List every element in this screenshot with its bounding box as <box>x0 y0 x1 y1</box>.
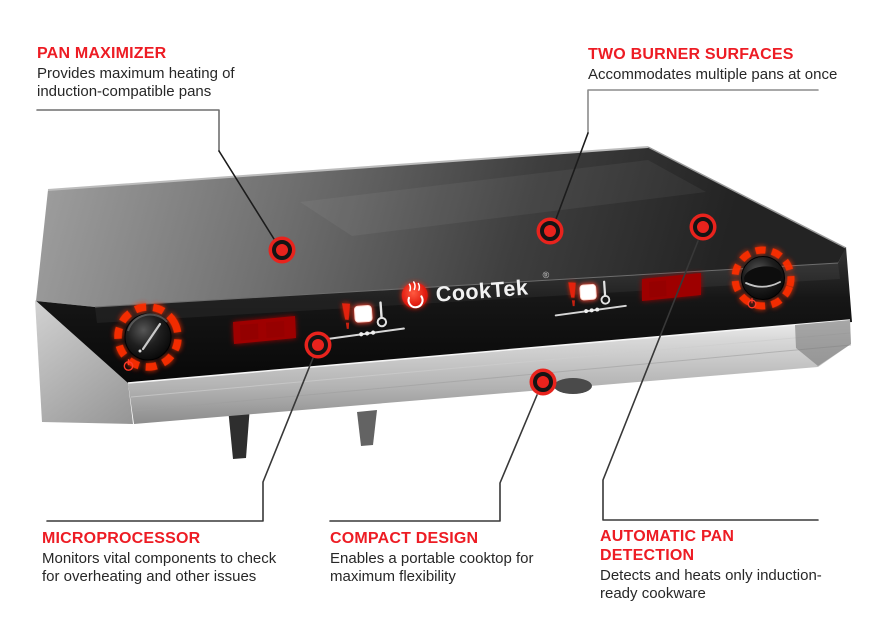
left-led-display <box>233 316 296 344</box>
cooktop-photo: CookTek ® <box>35 146 852 459</box>
callout-title: PAN MAXIMIZER <box>37 45 167 62</box>
callout-line-two-burner <box>587 89 819 134</box>
left-control-knob[interactable] <box>107 296 189 378</box>
callout-automatic-pan-detection: AUTOMATIC PAN DETECTION Detects and heat… <box>600 527 822 603</box>
right-led-display <box>642 273 701 301</box>
feature-marker-microprocessor[interactable] <box>304 331 332 359</box>
callout-title: COMPACT DESIGN <box>330 530 479 547</box>
stainless-skirt <box>128 320 851 424</box>
feature-marker-compact-design[interactable] <box>529 368 557 396</box>
callout-line-pan-maximizer-lead <box>218 150 275 240</box>
callout-pan-maximizer: PAN MAXIMIZER Provides maximum heating o… <box>37 44 247 101</box>
callout-title: TWO BURNER SURFACES <box>588 46 794 63</box>
callout-description: Enables a portable cooktop for maximum f… <box>330 550 534 585</box>
callout-line-two-burner-lead <box>555 132 589 220</box>
callout-compact-design: COMPACT DESIGN Enables a portable cookto… <box>330 529 535 586</box>
power-icon <box>747 297 757 309</box>
callout-title: AUTOMATIC PAN DETECTION <box>600 528 735 564</box>
feature-marker-two-burner-surfaces[interactable] <box>536 217 564 245</box>
callout-title: MICROPROCESSOR <box>42 530 201 547</box>
callout-description: Detects and heats only induction-ready c… <box>600 567 822 602</box>
registered-trademark: ® <box>542 270 550 281</box>
callout-line-microprocessor <box>46 357 314 522</box>
callout-description: Provides maximum heating of induction-co… <box>37 65 235 100</box>
callout-line-compact-design <box>329 394 538 522</box>
callout-description: Accommodates multiple pans at once <box>588 66 838 83</box>
front-foot-mid <box>357 410 377 446</box>
feature-markers <box>268 213 717 396</box>
left-end-face <box>35 300 133 424</box>
glass-top-surface <box>36 147 846 307</box>
callout-microprocessor: MICROPROCESSOR Monitors vital components… <box>42 529 287 586</box>
callout-line-auto-pan-detection <box>602 240 819 521</box>
callout-line-pan-maximizer <box>36 109 220 152</box>
center-foot <box>554 378 592 394</box>
callout-two-burner-surfaces: TWO BURNER SURFACES Accommodates multipl… <box>588 45 870 84</box>
right-control-knob[interactable] <box>728 243 799 314</box>
power-icon <box>123 359 134 371</box>
callout-lines <box>36 89 819 522</box>
feature-marker-automatic-pan-detection[interactable] <box>689 213 717 241</box>
front-foot-left <box>228 406 250 459</box>
callout-description: Monitors vital components to check for o… <box>42 550 277 585</box>
feature-marker-pan-maximizer[interactable] <box>268 236 296 264</box>
brand-logo: CookTek ® <box>401 270 550 309</box>
